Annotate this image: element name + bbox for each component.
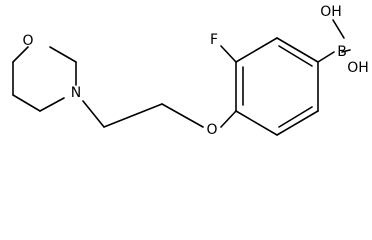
ring-oxygen-label: O xyxy=(22,33,33,49)
bond xyxy=(220,45,237,63)
boron-label: B xyxy=(337,44,347,60)
bond xyxy=(341,49,351,53)
bond xyxy=(82,100,105,128)
bond xyxy=(235,37,278,63)
bond xyxy=(276,37,319,63)
bond xyxy=(278,45,313,67)
hydroxyl-top-label: OH xyxy=(320,4,342,20)
bond xyxy=(12,94,41,112)
bond xyxy=(235,110,278,136)
bond xyxy=(317,51,335,63)
chemical-structure: O N O F B OH OH xyxy=(12,4,369,138)
nitrogen-label: N xyxy=(71,85,81,101)
bond xyxy=(276,110,319,136)
hydroxyl-right-label: OH xyxy=(347,60,369,76)
ethyl-linker xyxy=(82,100,204,128)
benzene-ring xyxy=(220,37,319,136)
bond xyxy=(103,103,163,128)
substituent-bonds xyxy=(220,19,351,63)
fluorine-label: F xyxy=(210,32,218,48)
ether-oxygen-label: O xyxy=(206,122,217,138)
bond xyxy=(332,19,345,39)
bond xyxy=(220,110,237,128)
morpholine-ring xyxy=(12,46,77,112)
bond xyxy=(39,97,65,112)
bond xyxy=(49,46,77,63)
bond xyxy=(161,103,204,128)
bond xyxy=(278,106,313,128)
bond xyxy=(12,46,29,63)
